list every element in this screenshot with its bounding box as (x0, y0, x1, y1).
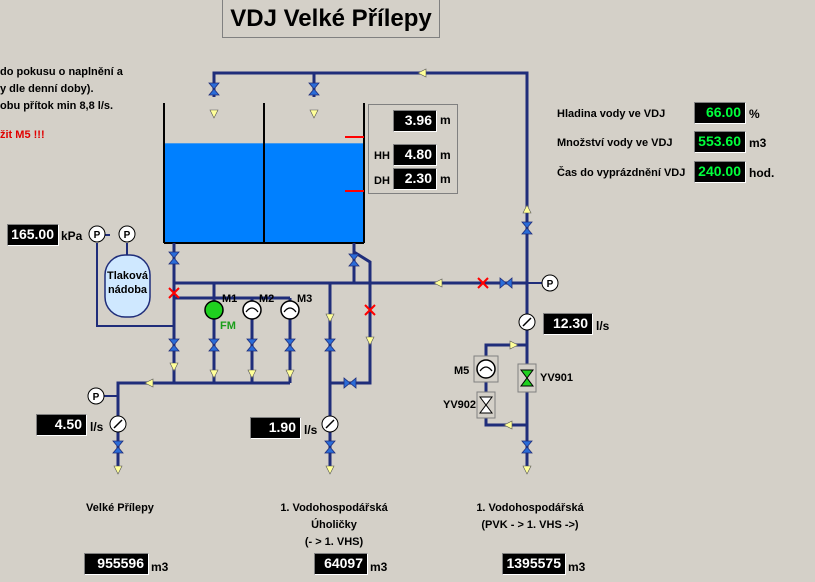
flowmeter-icon (109, 313, 536, 433)
velke-flow-unit: l/s (90, 420, 104, 434)
pump-m2-label: M2 (259, 293, 275, 305)
mnozstvi-label: Množství vody ve VDJ (557, 137, 673, 149)
uholicky-flow-value: 1.90 (250, 417, 301, 439)
outlet-uholicky-line3: (- > 1. VHS) (304, 536, 364, 548)
level-unit: m (440, 113, 451, 127)
velke-total-value: 955596 (84, 553, 149, 575)
note-line-2: y dle denní doby). (0, 83, 94, 95)
inflow-unit: l/s (596, 319, 610, 333)
pump-m2-icon[interactable] (242, 300, 262, 320)
pump-m1-icon[interactable] (204, 300, 224, 320)
inflow-value: 12.30 (543, 313, 593, 335)
dh-unit: m (440, 172, 451, 186)
uholicky-total-value: 64097 (314, 553, 368, 575)
valve-yv901-icon[interactable] (517, 363, 537, 393)
mnozstvi-unit: m3 (749, 136, 767, 150)
pvk-total-unit: m3 (568, 560, 586, 574)
pump-m3-icon[interactable] (280, 300, 300, 320)
svg-text:P: P (94, 230, 101, 241)
hh-value: 4.80 (393, 144, 437, 166)
note-line-1: do pokusu o naplnění a (0, 66, 123, 78)
svg-text:P: P (93, 392, 100, 403)
warning-note: žit M5 !!! (0, 129, 45, 141)
pump-m3-label: M3 (297, 293, 313, 305)
pressure-unit: kPa (61, 229, 83, 243)
outlet-pvk-line2: (PVK - > 1. VHS ->) (481, 519, 579, 531)
pump-m5-label: M5 (454, 365, 470, 377)
outlet-uholicky-name: 1. Vodohospodářská Úholičky (- > 1. VHS) (260, 500, 408, 551)
vessel-label-1: Tlaková (107, 270, 148, 282)
pressure-value: 165.00 (7, 224, 59, 246)
vessel-label-2: nádoba (107, 284, 148, 296)
hh-label: HH (374, 150, 390, 162)
outlet-pvk-name: 1. Vodohospodářská (PVK - > 1. VHS ->) (455, 500, 605, 534)
svg-text:P: P (547, 279, 554, 290)
cas-value: 240.00 (694, 161, 746, 183)
pvk-total-value: 1395575 (502, 553, 566, 575)
dh-label: DH (374, 175, 390, 187)
outlet-velke-name: Velké Přílepy (86, 502, 154, 514)
outlet-uholicky-line2: Úholičky (311, 519, 357, 531)
yv902-label: YV902 (443, 399, 477, 411)
hladina-unit: % (749, 107, 760, 121)
uholicky-flow-unit: l/s (304, 423, 318, 437)
hh-unit: m (440, 148, 451, 162)
velke-flow-value: 4.50 (36, 414, 87, 436)
cas-label: Čas do vyprázdnění VDJ (557, 167, 686, 179)
pump-m5-icon[interactable] (473, 355, 499, 383)
valve-yv902-icon[interactable] (476, 391, 496, 419)
reservoir-tank (163, 103, 365, 244)
hladina-label: Hladina vody ve VDJ (557, 108, 666, 120)
yv901-label: YV901 (540, 372, 574, 384)
hladina-value: 66.00 (694, 102, 746, 124)
outlet-uholicky-line1: 1. Vodohospodářská (280, 502, 388, 514)
pressure-vessel (104, 254, 151, 318)
dh-value: 2.30 (393, 168, 437, 190)
level-value: 3.96 (393, 110, 437, 132)
pump-m1-label: M1 (222, 293, 238, 305)
fm-label: FM (220, 320, 236, 332)
cas-unit: hod. (749, 166, 775, 180)
valve-icon[interactable] (112, 82, 533, 454)
outlet-pvk-line1: 1. Vodohospodářská (476, 502, 584, 514)
flow-arrows (113, 68, 532, 475)
note-line-3: obu přítok min 8,8 l/s. (0, 100, 114, 112)
velke-total-unit: m3 (151, 560, 169, 574)
uholicky-total-unit: m3 (370, 560, 388, 574)
svg-text:P: P (124, 230, 131, 241)
page-title: VDJ Velké Přílepy (222, 0, 440, 38)
mnozstvi-value: 553.60 (694, 131, 746, 153)
pressure-gauge-icon: P P P P (87, 225, 559, 405)
